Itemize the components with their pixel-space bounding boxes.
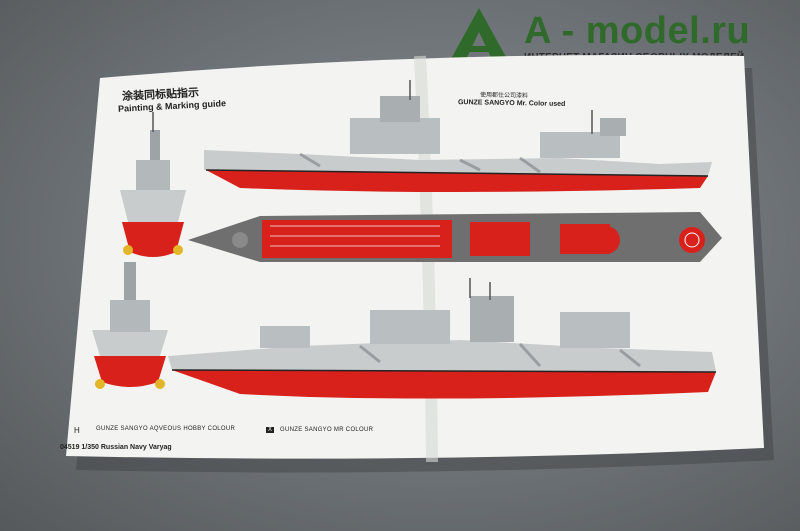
ship-profile-bottom (168, 278, 717, 399)
ship-deck-plan (188, 212, 722, 262)
bow-view-bottom (92, 262, 168, 389)
legend-key-h: H (74, 426, 80, 435)
legend-label-h: GUNZE SANGYO AQVEOUS HOBBY COLOUR (96, 426, 236, 432)
paint-brand-cn: 使用郡仕公司漆料 (479, 92, 529, 100)
legend-key-x: X (266, 427, 275, 433)
legend-label-x: GUNZE SANGYO MR COLOUR (280, 427, 374, 433)
model-caption: 04519 1/350 Russian Navy Varyag (60, 444, 172, 451)
logo-name: A - model.ru (524, 10, 751, 52)
ship-profile-top (204, 80, 712, 192)
bow-view-top (120, 112, 186, 257)
a-letter-icon (446, 8, 512, 68)
